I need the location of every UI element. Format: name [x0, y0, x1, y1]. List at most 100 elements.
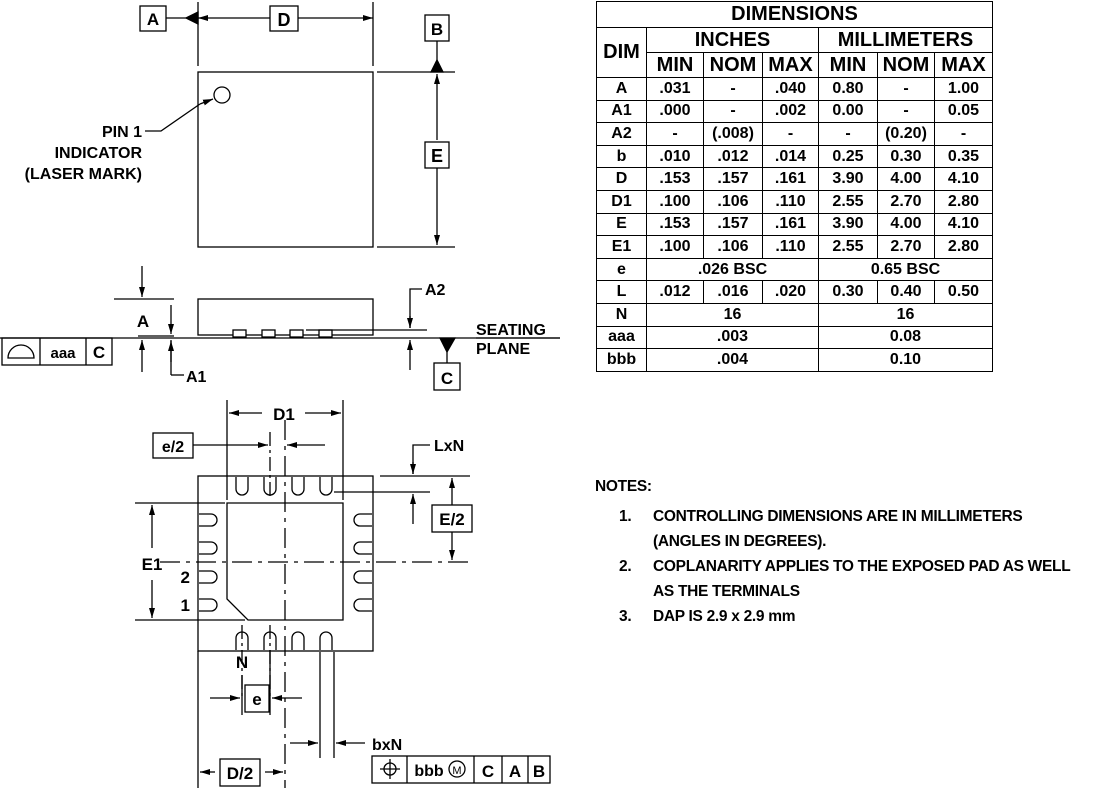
table-row: A1 .000 - .002 0.00 - 0.05: [596, 99, 993, 124]
table-row: bbb .004 0.10: [596, 348, 993, 372]
flatness-frame: [1, 337, 113, 366]
dim-e1-label: E1: [142, 555, 163, 574]
datum-c-label: C: [441, 369, 453, 388]
note-number: 2.: [619, 558, 632, 575]
table-row: A2 - (.008) - - (0.20) -: [596, 122, 993, 146]
value-cell: 2.80: [934, 189, 993, 214]
value-cell: 1.00: [934, 77, 993, 101]
value-cell: .020: [762, 280, 819, 304]
sub-header: MIN: [646, 52, 704, 78]
dim-cell: A: [596, 77, 647, 101]
datum-a-triangle: [184, 10, 199, 26]
value-cell: .110: [762, 235, 819, 259]
table-row: D1 .100 .106 .110 2.55 2.70 2.80: [596, 189, 993, 214]
note-item: 3. DAP IS 2.9 x 2.9 mm: [619, 604, 1093, 629]
value-cell: -: [877, 99, 935, 124]
exposed-pad: [226, 502, 344, 621]
seating-plane-label-2: PLANE: [476, 341, 531, 358]
table-row: E .153 .157 .161 3.90 4.00 4.10: [596, 212, 993, 237]
value-cell: .026 BSC: [646, 257, 819, 282]
note-text: CONTROLLING DIMENSIONS ARE IN MILLIMETER…: [653, 508, 1023, 550]
pin1-leader: [145, 103, 201, 132]
pin-2-label: 2: [181, 568, 190, 587]
package-outline-top: [197, 71, 374, 248]
value-cell: .161: [762, 212, 819, 237]
value-cell: .106: [703, 235, 763, 259]
value-cell: 0.25: [818, 144, 878, 169]
dim-cell: E: [596, 212, 647, 237]
dim-d-half-label: D/2: [227, 764, 253, 783]
note-text: DAP IS 2.9 x 2.9 mm: [653, 608, 796, 625]
dim-d-box: [269, 5, 299, 32]
table-row: N 16 16: [596, 302, 993, 327]
sub-header: MAX: [934, 52, 993, 78]
value-cell: -: [877, 77, 935, 101]
value-cell: 0.05: [934, 99, 993, 124]
millimeters-header: MILLIMETERS: [818, 27, 993, 53]
value-cell: .014: [762, 144, 819, 169]
value-cell: .003: [646, 325, 819, 350]
value-cell: .161: [762, 167, 819, 191]
dim-cell: A1: [596, 99, 647, 124]
value-cell: -: [703, 77, 763, 101]
flatness-tolerance-label: aaa: [50, 345, 76, 362]
table-row: aaa .003 0.08: [596, 325, 993, 350]
value-cell: (0.20): [877, 122, 935, 146]
value-cell: 2.70: [877, 235, 935, 259]
pin1-label-line1: PIN 1: [102, 124, 142, 141]
dim-cell: aaa: [596, 325, 647, 350]
table-row: D .153 .157 .161 3.90 4.00 4.10: [596, 167, 993, 191]
inches-header: INCHES: [646, 27, 819, 53]
bottom-view: [135, 400, 551, 788]
position-symbol-icon: [380, 759, 400, 779]
dim-cell: D1: [596, 189, 647, 214]
value-cell: .040: [762, 77, 819, 101]
datum-c-triangle: [438, 337, 457, 354]
value-cell: 2.55: [818, 189, 878, 214]
dim-cell: D: [596, 167, 647, 191]
sub-header: NOM: [877, 52, 935, 78]
table-title: DIMENSIONS: [596, 1, 993, 28]
value-cell: .004: [646, 348, 819, 372]
dim-cell: A2: [596, 122, 647, 146]
value-cell: .110: [762, 189, 819, 214]
dim-cell: L: [596, 280, 647, 304]
value-cell: 0.40: [877, 280, 935, 304]
value-cell: -: [703, 99, 763, 124]
value-cell: .012: [646, 280, 704, 304]
value-cell: 0.65 BSC: [818, 257, 993, 282]
dim-cell: bbb: [596, 348, 647, 372]
dim-e-box: [244, 684, 270, 713]
seating-plane-label-1: SEATING: [476, 322, 546, 339]
datum-b-label: B: [431, 20, 443, 39]
value-cell: 0.10: [818, 348, 993, 372]
mmc-modifier-icon: [448, 760, 466, 778]
value-cell: .012: [703, 144, 763, 169]
value-cell: 0.00: [818, 99, 878, 124]
dim-bxn-label: bxN: [372, 737, 402, 754]
dim-cell: E1: [596, 235, 647, 259]
value-cell: .153: [646, 212, 704, 237]
value-cell: 4.10: [934, 167, 993, 191]
pin1-label-line2: INDICATOR: [55, 145, 143, 162]
dim-lxn-label: LxN: [434, 438, 464, 455]
table-row: A .031 - .040 0.80 - 1.00: [596, 77, 993, 101]
mmc-modifier-label: M: [452, 765, 461, 777]
value-cell: (.008): [703, 122, 763, 146]
dim-d-label: D: [278, 10, 291, 30]
value-cell: .100: [646, 189, 704, 214]
position-datum-c: C: [482, 762, 494, 781]
value-cell: 3.90: [818, 212, 878, 237]
pin-n-label: N: [236, 653, 248, 672]
package-body-side: [197, 298, 374, 336]
value-cell: 0.30: [818, 280, 878, 304]
dim-column-header: DIM: [596, 27, 647, 78]
value-cell: -: [934, 122, 993, 146]
value-cell: 2.70: [877, 189, 935, 214]
dim-e-label: E: [431, 146, 443, 166]
notes-header: NOTES:: [595, 478, 652, 495]
dim-a-label: A: [137, 312, 149, 331]
position-datum-b: B: [533, 762, 545, 781]
dim-a2-label: A2: [425, 282, 446, 299]
